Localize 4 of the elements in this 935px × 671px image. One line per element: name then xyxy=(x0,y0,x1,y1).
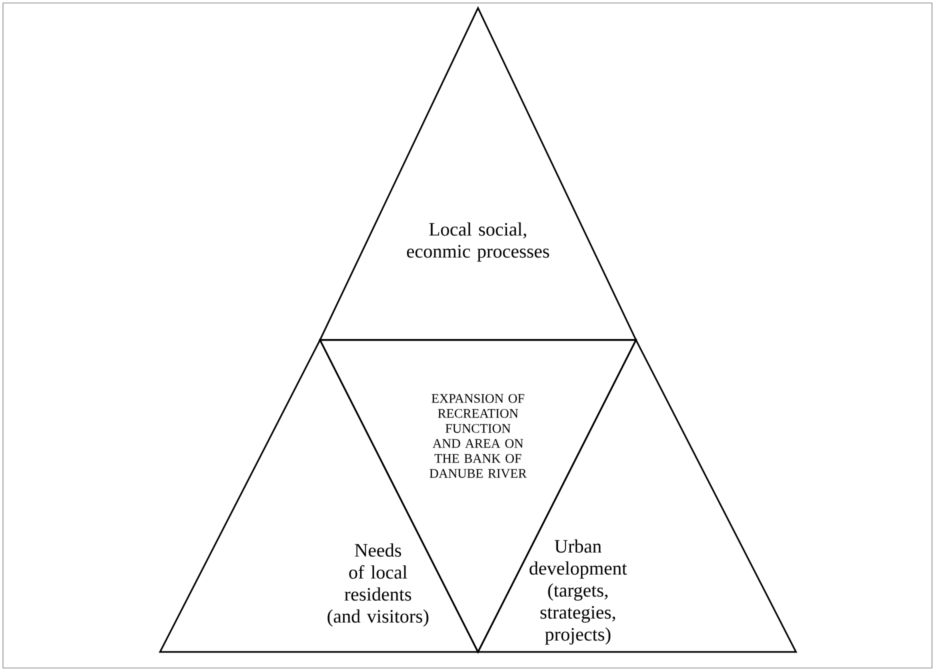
triangle-label: EXPANSION OF RECREATION FUNCTION AND AREA ON THE BANK OF DANUBE RIVER xyxy=(430,394,527,478)
triangle-label: Needs of local residents (and visitors) xyxy=(328,543,428,627)
triangle-label: Urban development (targets, strategies, projects) xyxy=(530,539,627,645)
triangle-label: Local social, econmic processes xyxy=(407,222,550,262)
